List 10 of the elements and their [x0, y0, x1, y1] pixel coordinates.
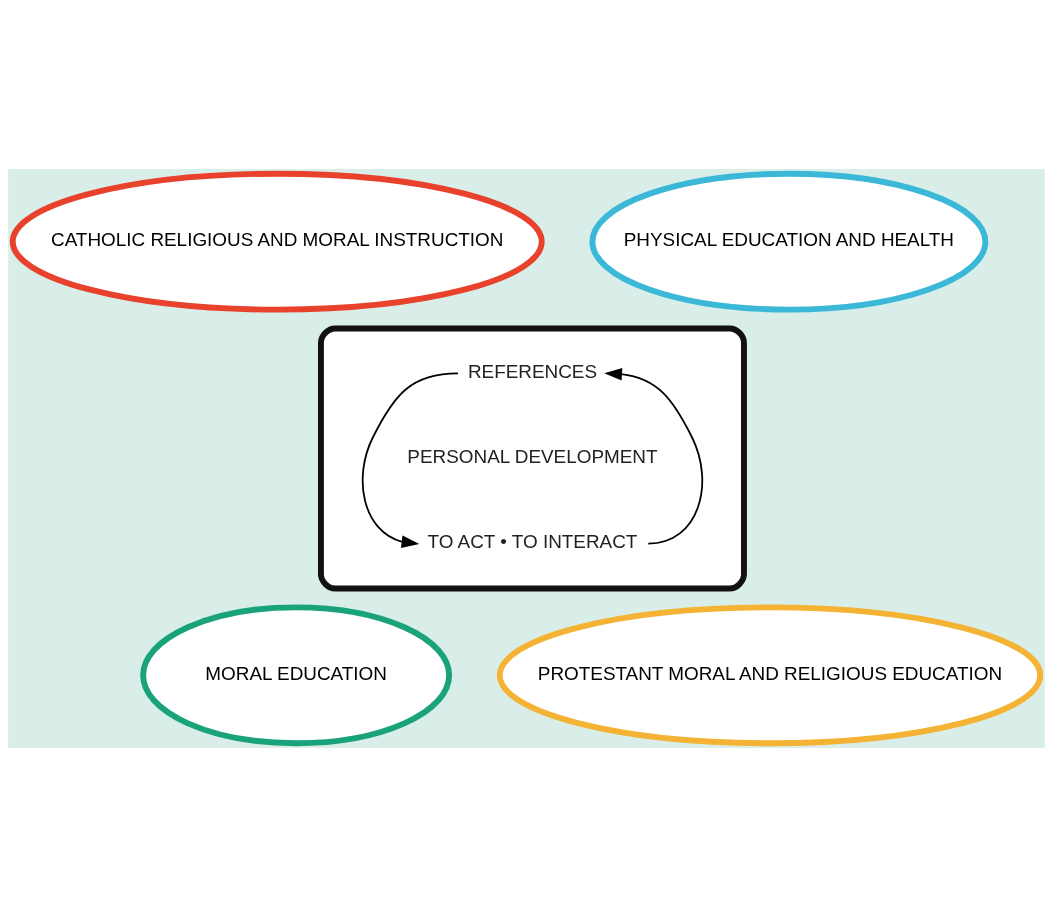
node-ellipse: PROTESTANT MORAL AND RELIGIOUS EDUCATION	[496, 603, 1044, 746]
node-text: REFERENCES	[467, 360, 598, 382]
node-text: PERSONAL DEVELOPMENT	[407, 445, 658, 467]
node-text: TO ACT • TO INTERACT	[427, 530, 638, 552]
arrow	[604, 367, 704, 544]
node-ellipse: PHYSICAL EDUCATION AND HEALTH	[589, 170, 989, 313]
arrow	[361, 372, 459, 548]
node-ellipse: CATHOLIC RELIGIOUS AND MORAL INSTRUCTION	[9, 170, 545, 313]
cluster	[318, 325, 747, 591]
node-ellipse: MORAL EDUCATION	[140, 603, 453, 746]
